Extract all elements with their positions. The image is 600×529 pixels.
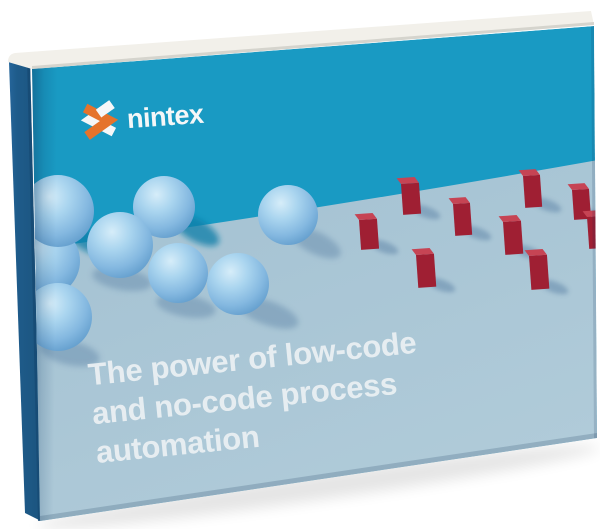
block-top-face: [354, 213, 377, 220]
sphere: [207, 253, 269, 315]
cover-bottom-shade: [40, 433, 597, 521]
block-front-face: [587, 216, 597, 249]
sphere: [258, 185, 318, 245]
block-top-face: [518, 169, 540, 176]
block-front-face: [529, 254, 550, 290]
block-top-face: [396, 177, 419, 184]
block: [448, 197, 473, 236]
block: [524, 249, 550, 290]
blocks-illustration: [354, 169, 597, 290]
block: [354, 213, 380, 250]
book-drop-shadow: [35, 445, 600, 529]
block-top-face: [411, 248, 434, 255]
spine-hinge-line: [27, 58, 41, 521]
block: [411, 248, 437, 288]
block-front-face: [453, 202, 473, 236]
block-top-face: [524, 249, 547, 256]
page-edges: [8, 11, 594, 69]
block-front-face: [503, 220, 524, 255]
block-front-face: [523, 174, 543, 208]
block: [396, 177, 422, 215]
block-front-face: [416, 253, 437, 288]
sphere: [148, 243, 208, 303]
sphere: [87, 212, 153, 278]
block-front-face: [401, 182, 422, 215]
nintex-x-icon: [80, 100, 119, 140]
block-top-face: [498, 215, 521, 222]
block: [498, 215, 524, 255]
block-top-face: [567, 183, 589, 190]
block-top-face: [448, 197, 470, 204]
block-front-face: [359, 218, 380, 250]
book-spine: [9, 58, 41, 521]
sphere: [133, 176, 195, 238]
nintex-logo: nintex: [80, 99, 205, 140]
cover-right-shade: [591, 26, 597, 438]
nintex-wordmark: nintex: [126, 99, 205, 134]
block: [518, 169, 543, 208]
page-edges-shadow-line: [32, 22, 594, 69]
